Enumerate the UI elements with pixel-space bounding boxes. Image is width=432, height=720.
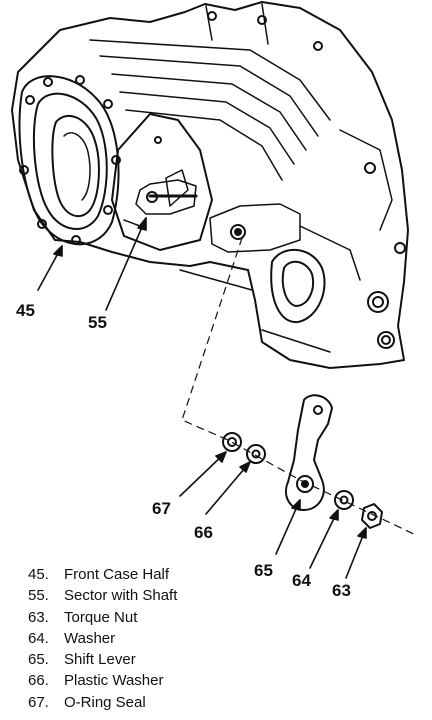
- torque-nut: [361, 503, 383, 529]
- legend-label: Plastic Washer: [64, 672, 164, 690]
- front-case-half: [11, 1, 409, 369]
- shift-lever: [285, 394, 333, 511]
- legend-number: 63.: [28, 608, 49, 626]
- legend-item: 67. O-Ring Seal: [28, 692, 328, 713]
- legend-number: 66.: [28, 672, 49, 690]
- legend-item: 65. Shift Lever: [28, 649, 328, 670]
- washer: [334, 490, 354, 510]
- callout-65: 65: [254, 561, 273, 580]
- legend-number: 64.: [28, 629, 49, 647]
- o-ring-seal: [222, 432, 242, 452]
- legend-number: 65.: [28, 651, 49, 669]
- callout-45: 45: [16, 301, 35, 320]
- legend-number: 45.: [28, 566, 49, 583]
- plastic-washer: [246, 444, 266, 464]
- legend-item: 63. Torque Nut: [28, 607, 328, 628]
- legend-item: 45. Front Case Half: [28, 564, 328, 585]
- leader-lines: [37, 217, 367, 579]
- legend-label: Torque Nut: [64, 608, 138, 626]
- callout-66: 66: [194, 523, 213, 542]
- legend-number: 55.: [28, 587, 49, 605]
- callout-63: 63: [332, 581, 351, 600]
- legend-number: 67.: [28, 693, 49, 711]
- legend-label: Sector with Shaft: [64, 587, 178, 605]
- legend-item: 66. Plastic Washer: [28, 670, 328, 691]
- legend-item: 64. Washer: [28, 628, 328, 649]
- parts-legend: 45. Front Case Half 55. Sector with Shaf…: [28, 564, 328, 713]
- legend-label: Washer: [64, 629, 116, 647]
- legend-label: Front Case Half: [64, 566, 170, 583]
- callout-64: 64: [292, 571, 311, 590]
- sector-with-shaft: [111, 113, 213, 251]
- legend-label: O-Ring Seal: [64, 693, 146, 711]
- callout-55: 55: [88, 313, 107, 332]
- assembly-axis-line: [181, 237, 419, 537]
- callout-67: 67: [152, 499, 171, 518]
- legend-label: Shift Lever: [64, 651, 136, 669]
- legend-item: 55. Sector with Shaft: [28, 585, 328, 606]
